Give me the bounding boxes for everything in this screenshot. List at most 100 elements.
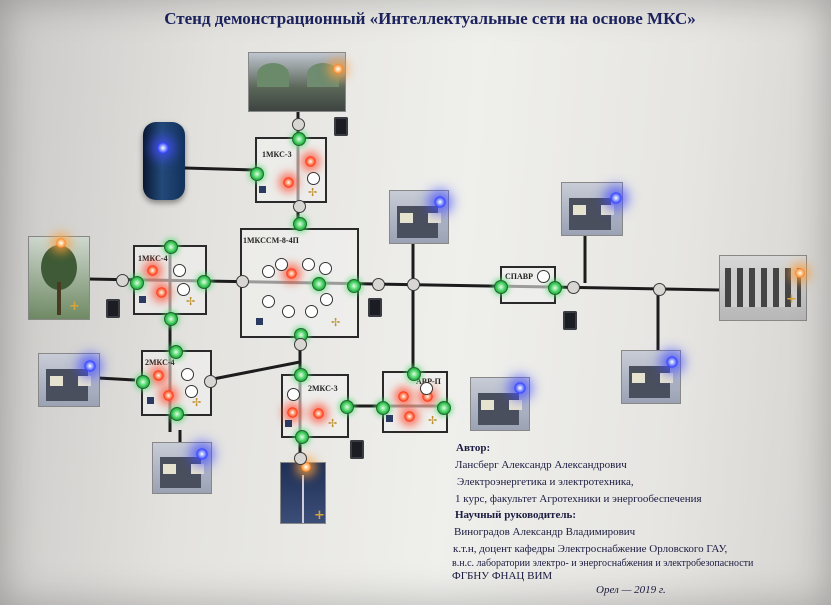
plus-icon: +	[69, 299, 80, 314]
supervisor-line1: к.т.н, доцент кафедры Электроснабжение О…	[453, 543, 728, 555]
box-2mkc4-label: 2МКС-4	[145, 358, 175, 367]
house-bottom-blue-lamp	[196, 448, 208, 460]
switch-symbol	[319, 262, 332, 275]
grey-node	[372, 278, 385, 291]
green-node	[293, 217, 307, 231]
switch-symbol	[181, 368, 194, 381]
grey-node	[292, 118, 305, 131]
indicator-square	[139, 296, 146, 303]
author-line1: Электроэнергетика и электротехника,	[457, 476, 634, 488]
switch-symbol	[282, 305, 295, 318]
yard-orange-lamp	[333, 64, 343, 74]
grey-node	[653, 283, 666, 296]
author-line2: 1 курс, факультет Агротехники и энергооб…	[455, 493, 702, 505]
indicator-square	[386, 415, 393, 422]
house-right-top-blue-lamp	[610, 192, 622, 204]
plus-icon: +	[314, 508, 325, 523]
photo-house-right-top	[561, 182, 623, 236]
green-node	[130, 276, 144, 290]
switch-symbol	[537, 270, 550, 283]
green-node	[164, 240, 178, 254]
photo-substation	[719, 255, 807, 321]
board-title: Стенд демонстрационный «Интеллектуальные…	[164, 9, 696, 28]
green-node	[437, 401, 451, 415]
grey-node	[294, 452, 307, 465]
socket-panel	[350, 440, 364, 459]
storage-cylinder	[143, 122, 185, 200]
switch-symbol	[305, 305, 318, 318]
mkc4-red-lamp-1	[147, 265, 158, 276]
tree-orange-lamp	[56, 238, 66, 248]
switch-symbol	[173, 264, 186, 277]
indicator-square	[147, 397, 154, 404]
indicator-square	[256, 318, 263, 325]
green-node	[407, 367, 421, 381]
street-light-orange-lamp	[301, 462, 311, 472]
indicator-square	[259, 186, 266, 193]
star-symbol: ✢	[308, 186, 318, 199]
box-1mkc4-label: 1МКС-4	[138, 254, 168, 263]
photo-house-middle	[470, 377, 530, 431]
switch-symbol	[307, 172, 320, 185]
box-1mkc3	[255, 137, 327, 203]
grey-node	[407, 278, 420, 291]
cylinder-link-line	[184, 166, 256, 172]
green-node	[169, 345, 183, 359]
author-name: Лансберг Александр Александрович	[455, 459, 627, 471]
box-avr	[382, 371, 448, 433]
green-node	[548, 281, 562, 295]
avr-red-lamp-2	[422, 391, 433, 402]
mkc4b-red-lamp-1	[153, 370, 164, 381]
left-house-line	[97, 376, 136, 382]
cylinder-blue-lamp	[157, 142, 169, 154]
grey-node	[236, 275, 249, 288]
green-node	[294, 368, 308, 382]
supervisor-line2: в.н.с. лаборатории электро- и энергоснаб…	[452, 558, 754, 569]
house-middle-blue-lamp	[514, 382, 526, 394]
switch-symbol	[287, 388, 300, 401]
mkc3-red-lamp-1	[305, 156, 316, 167]
mkc3b-red-lamp-2	[313, 408, 324, 419]
box-1mkc3-label: 1МКС-3	[262, 150, 292, 159]
box-2mkc3-label: 2МКС-3	[308, 384, 338, 393]
switch-symbol	[302, 258, 315, 271]
indicator-square	[285, 420, 292, 427]
green-node	[250, 167, 264, 181]
author-heading: Автор:	[456, 442, 491, 454]
mkcsm-red-lamp	[286, 268, 297, 279]
diagonal-link-line	[207, 360, 301, 382]
photo-yard	[248, 52, 346, 112]
photo-house-right-bottom	[621, 350, 681, 404]
grey-node	[204, 375, 217, 388]
green-node	[312, 277, 326, 291]
green-node	[494, 280, 508, 294]
switch-symbol	[275, 258, 288, 271]
avr-red-lamp-1	[398, 391, 409, 402]
star-symbol: ✢	[428, 414, 438, 427]
switch-symbol	[420, 382, 433, 395]
green-node	[136, 375, 150, 389]
mkc3b-red-lamp-1	[287, 407, 298, 418]
green-node	[340, 400, 354, 414]
box-1mkcsm-label: 1МКССМ-8-4П	[243, 236, 299, 245]
plus-icon: +	[786, 292, 797, 307]
grey-node	[293, 200, 306, 213]
house-right-bottom-blue-lamp	[666, 356, 678, 368]
mkc4b-red-lamp-2	[163, 390, 174, 401]
switch-symbol	[185, 385, 198, 398]
house-left-blue-lamp	[84, 360, 96, 372]
mkc4-red-lamp-2	[156, 287, 167, 298]
green-node	[376, 401, 390, 415]
supervisor-line3: ФГБНУ ФНАЦ ВИМ	[452, 570, 553, 582]
switch-symbol	[262, 295, 275, 308]
photo-tree	[28, 236, 90, 320]
green-node	[295, 430, 309, 444]
socket-panel	[563, 311, 577, 330]
supervisor-name: Виноградов Александр Владимирович	[454, 526, 636, 538]
green-node	[292, 132, 306, 146]
box-spavr-label: СПАВР	[505, 272, 533, 281]
socket-panel	[106, 299, 120, 318]
footer-city-year: Орел — 2019 г.	[596, 584, 666, 596]
